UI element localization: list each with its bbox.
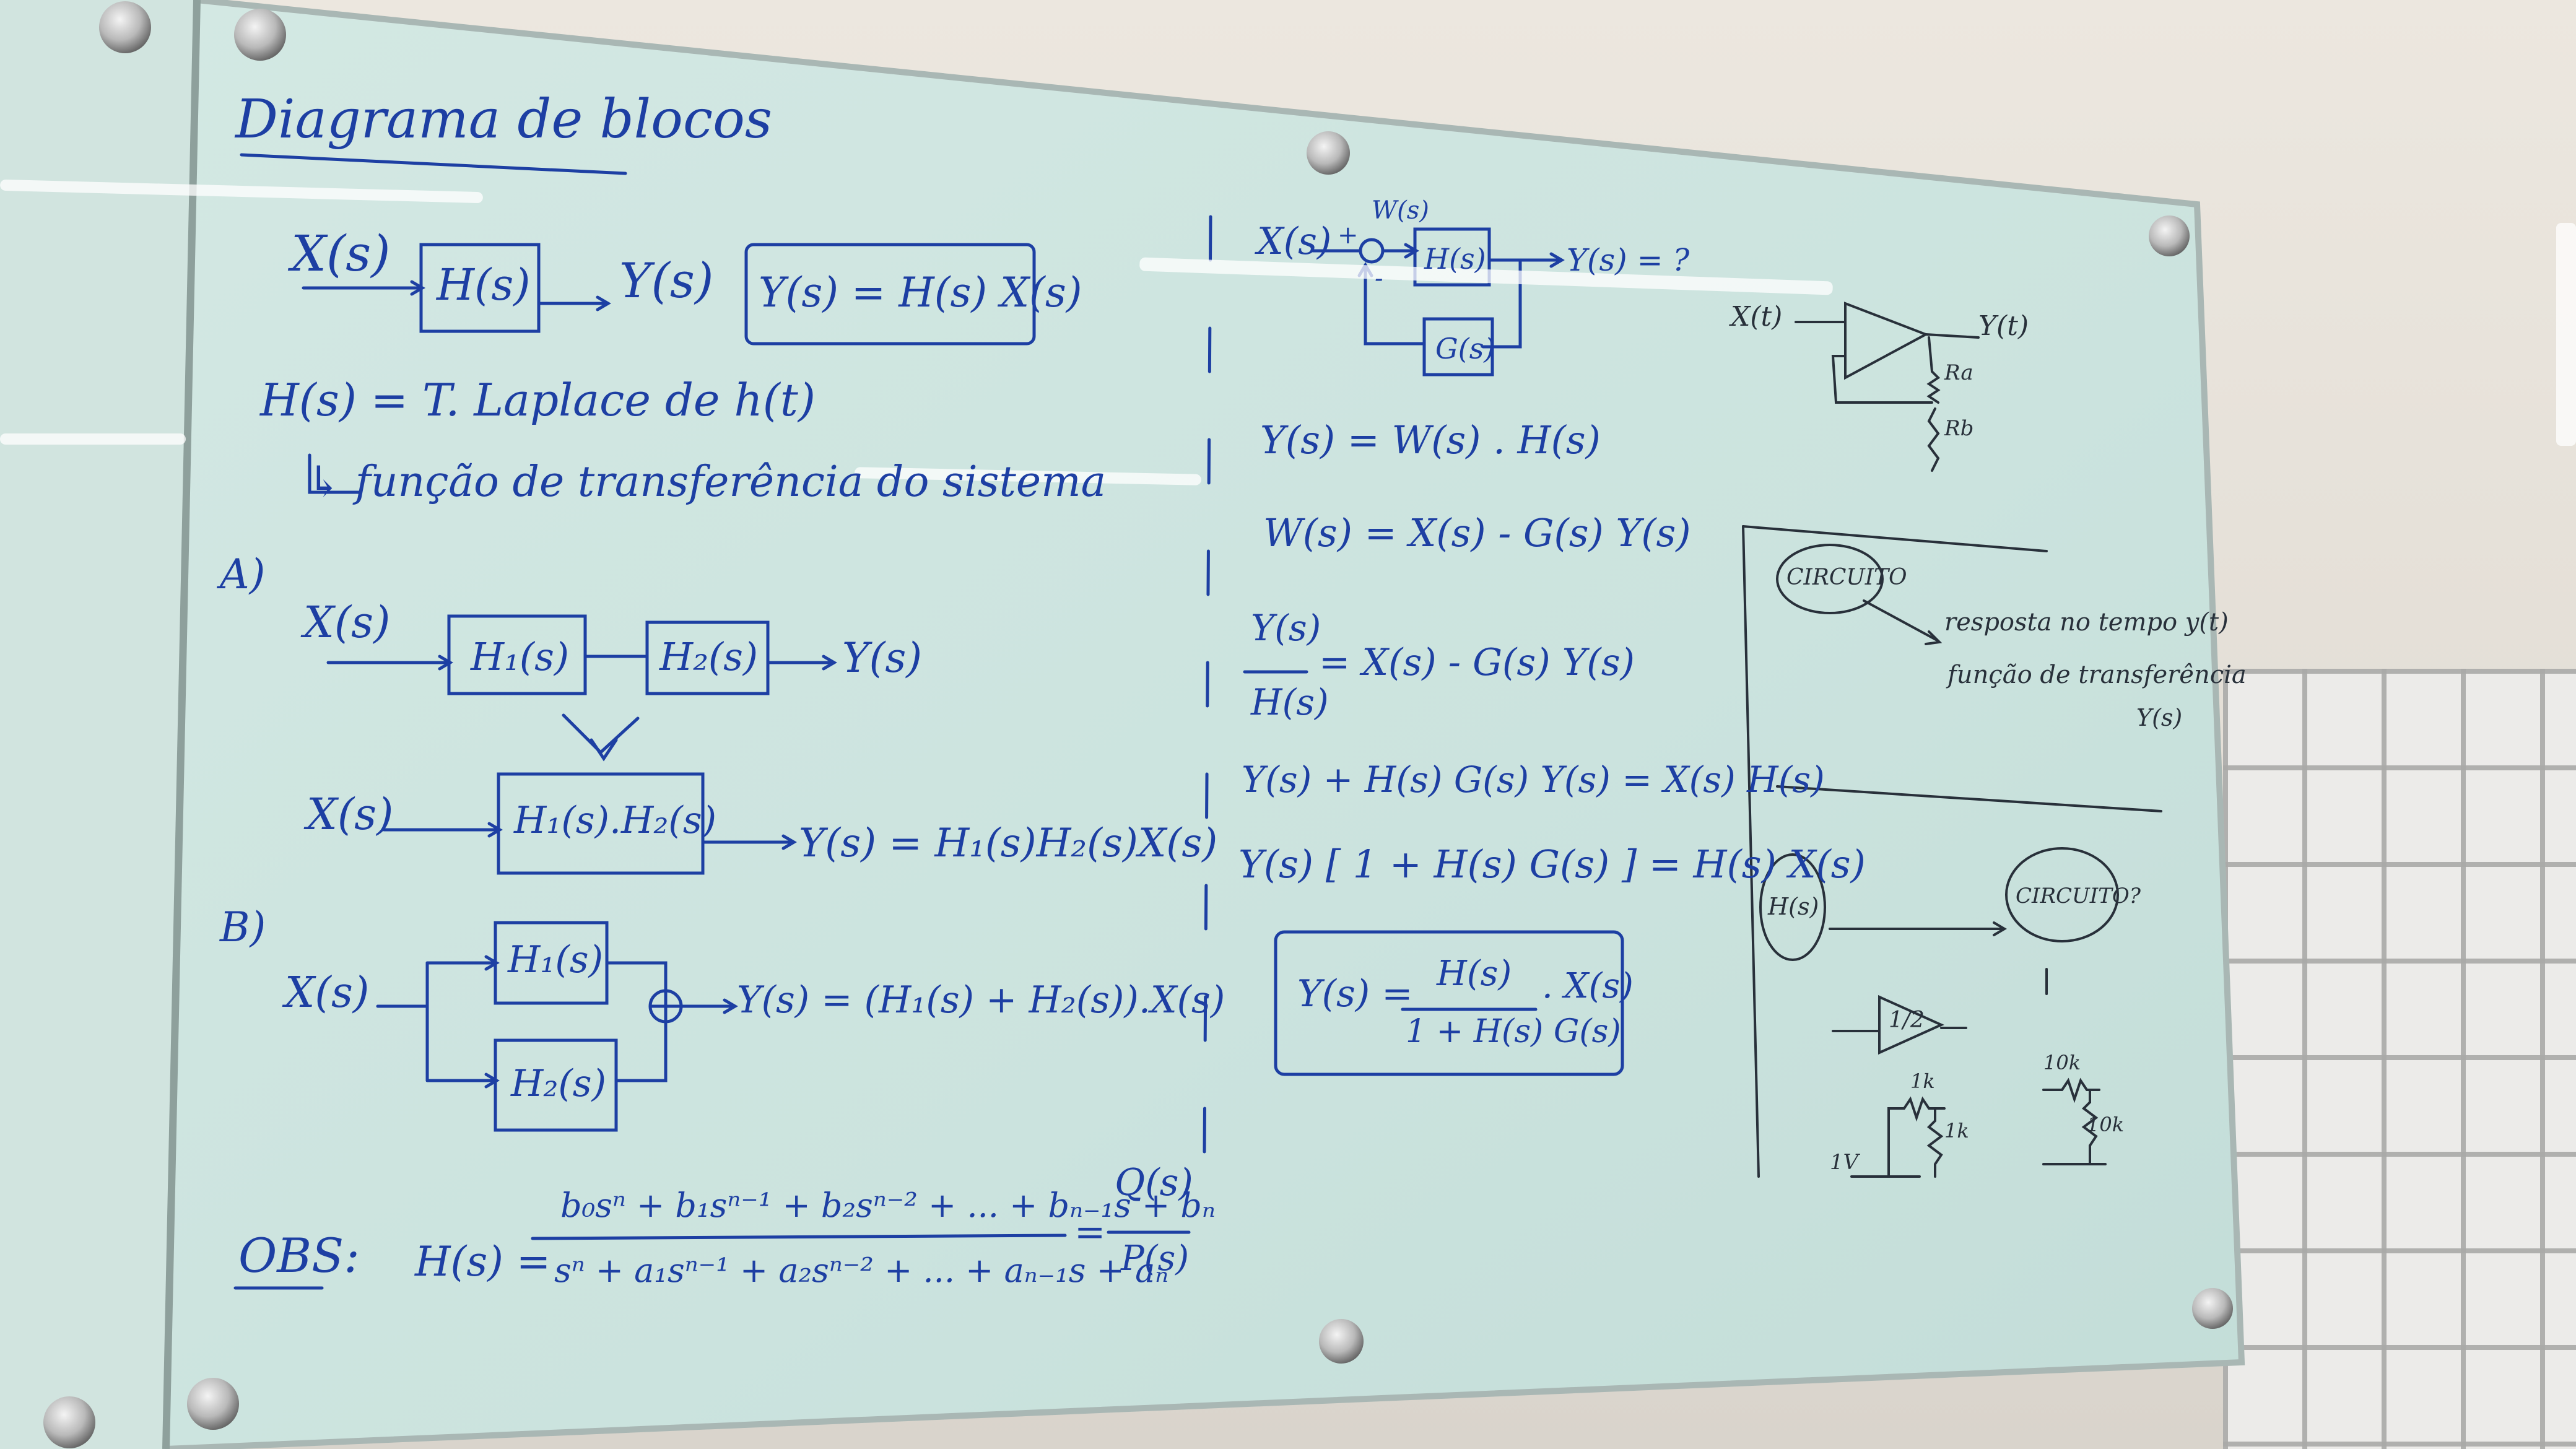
part-a-combined-block: H₁(s).H₂(s) xyxy=(514,799,717,842)
mounting-bolt xyxy=(2149,215,2190,256)
block-h-fb xyxy=(1413,227,1491,287)
resistor-10k-b: 10k xyxy=(2087,1113,2125,1136)
block-h2-a xyxy=(645,620,770,695)
transfer-note: função de transferência xyxy=(1947,661,2247,689)
fb-input: X(s) xyxy=(1257,220,1332,263)
fb-minus: - xyxy=(1375,264,1383,293)
system-input: X(s) xyxy=(291,225,391,282)
eq-factored: Y(s) [ 1 + H(s) G(s) ] = H(s) X(s) xyxy=(1238,842,1866,887)
result-tail: . X(s) xyxy=(1542,966,1634,1006)
obs-denominator: sⁿ + a₁sⁿ⁻¹ + a₂sⁿ⁻² + ... + aₙ₋₁s + aₙ xyxy=(554,1251,1169,1290)
result-lhs: Y(s) = xyxy=(1297,972,1413,1016)
circuit-q-bubble xyxy=(2005,847,2119,942)
opamp-input-label: X(t) xyxy=(1731,301,1783,333)
circuit-label: CIRCUITO xyxy=(1786,565,1907,590)
system-output: Y(s) xyxy=(619,253,714,309)
resistor-rb: Rb xyxy=(1944,416,1974,441)
hs-bubble-label: H(s) xyxy=(1768,893,1819,920)
gain-label: 1/2 xyxy=(1889,1007,1925,1033)
part-a-block1: H₁(s) xyxy=(471,634,570,679)
boxed-equation xyxy=(744,243,1036,346)
part-b-equation: Y(s) = (H₁(s) + H₂(s)).X(s) xyxy=(737,978,1225,1022)
opamp-output-label: Y(t) xyxy=(1978,310,2029,342)
mounting-bolt xyxy=(2192,1288,2233,1329)
part-b-block2: H₂(s) xyxy=(511,1062,606,1105)
opamp-symbol xyxy=(1844,302,1929,380)
voltage-source-label: 1V xyxy=(1830,1150,1859,1175)
part-a-input2: X(s) xyxy=(307,789,394,840)
system-equation: Y(s) = H(s) X(s) xyxy=(759,269,1082,316)
mounting-bolt xyxy=(187,1378,239,1430)
fb-w: W(s) xyxy=(1372,196,1429,225)
obs-numerator: b₀sⁿ + b₁sⁿ⁻¹ + b₂sⁿ⁻² + ... + bₙ₋₁s + b… xyxy=(560,1186,1216,1225)
eq-w: W(s) = X(s) - G(s) Y(s) xyxy=(1263,510,1691,555)
eq3-rhs: = X(s) - G(s) Y(s) xyxy=(1319,641,1635,684)
obs-label: OBS: xyxy=(238,1228,360,1283)
gain-triangle xyxy=(1878,994,1944,1055)
eq3-denominator: H(s) xyxy=(1251,681,1329,723)
ys-note: Y(s) xyxy=(2136,704,2183,731)
eq-y-wh: Y(s) = W(s) . H(s) xyxy=(1260,417,1601,463)
result-numerator: H(s) xyxy=(1437,954,1512,994)
part-a-label: A) xyxy=(220,550,266,598)
fb-plus: + xyxy=(1338,221,1359,250)
response-note: resposta no tempo y(t) xyxy=(1944,608,2229,637)
resistor-ra: Ra xyxy=(1944,360,1973,385)
resistor-1k-a: 1k xyxy=(1910,1069,1935,1093)
block-combined xyxy=(497,772,705,875)
obs-equals: = xyxy=(1074,1211,1106,1254)
resistor-10k-a: 10k xyxy=(2043,1051,2081,1074)
obs-lhs: H(s) = xyxy=(415,1238,551,1286)
system-block-label: H(s) xyxy=(437,259,531,310)
board-glass xyxy=(162,0,2245,1449)
light-reflection xyxy=(0,433,186,445)
title-underline xyxy=(240,153,627,175)
fb-output: Y(s) = ? xyxy=(1567,242,1690,278)
part-a-output: Y(s) xyxy=(842,634,922,682)
resistor-1k-b: 1k xyxy=(1944,1119,1969,1142)
obs-rhs-numerator: Q(s) xyxy=(1115,1161,1193,1204)
mounting-bolt xyxy=(43,1396,95,1448)
circuit-bubble xyxy=(1776,544,1884,614)
block-h2-b xyxy=(494,1038,618,1132)
mounting-bolt xyxy=(1307,131,1350,175)
fb-h-block: H(s) xyxy=(1424,242,1486,276)
mounting-bolt xyxy=(99,1,151,53)
circuit-q-label: CIRCUITO? xyxy=(2016,884,2141,908)
transfer-function-note: ↳ função de transferência do sistema xyxy=(307,458,1107,507)
block-h xyxy=(419,243,541,333)
part-b-block1: H₁(s) xyxy=(508,938,603,981)
part-b-input: X(s) xyxy=(285,968,370,1017)
boxed-result xyxy=(1274,930,1624,1076)
tiled-wall xyxy=(2223,669,2576,1449)
part-a-equation: Y(s) = H₁(s)H₂(s)X(s) xyxy=(799,820,1218,866)
eq-expanded: Y(s) + H(s) G(s) Y(s) = X(s) H(s) xyxy=(1242,759,1825,801)
block-g-fb xyxy=(1422,317,1494,376)
fb-g-block: G(s) xyxy=(1435,332,1495,365)
part-a-input: X(s) xyxy=(303,597,391,648)
eq3-numerator: Y(s) xyxy=(1251,607,1321,649)
obs-rhs-denominator: P(s) xyxy=(1121,1238,1190,1279)
mounting-bolt xyxy=(234,9,286,61)
page-title: Diagrama de blocos xyxy=(235,89,773,150)
part-b-label: B) xyxy=(220,903,266,951)
part-a-block2: H₂(s) xyxy=(659,634,759,679)
light-reflection xyxy=(2556,223,2576,446)
hs-bubble xyxy=(1759,853,1826,961)
result-denominator: 1 + H(s) G(s) xyxy=(1406,1013,1621,1050)
mounting-bolt xyxy=(1319,1319,1364,1364)
laplace-definition: H(s) = T. Laplace de h(t) xyxy=(260,374,816,426)
